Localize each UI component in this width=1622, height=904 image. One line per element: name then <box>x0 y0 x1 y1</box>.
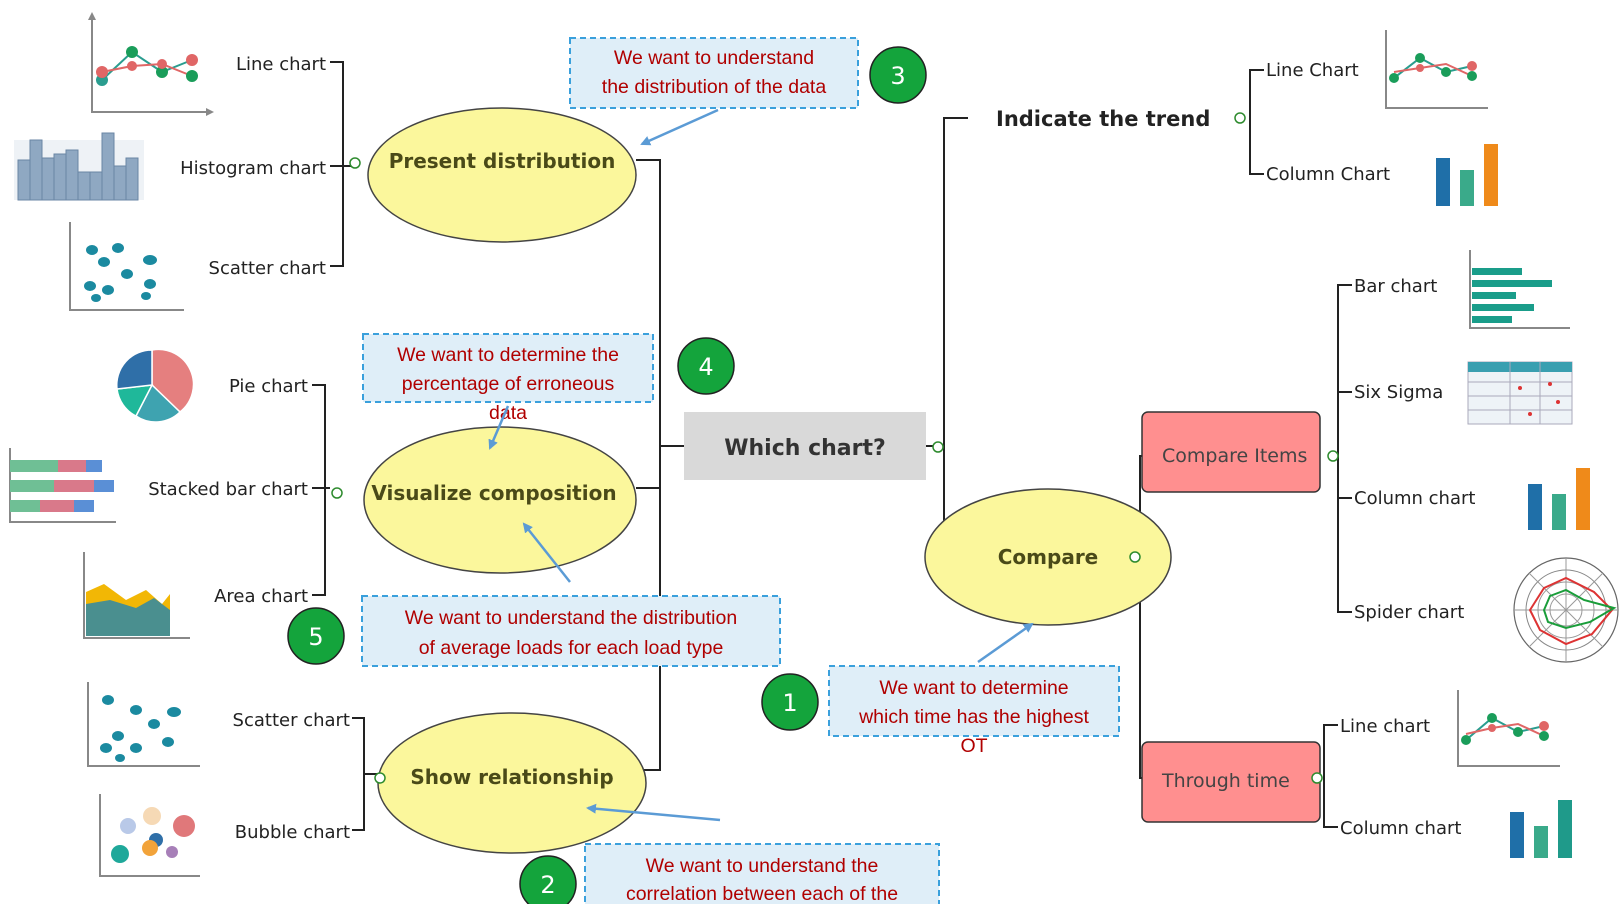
leaf-bar-chart[interactable]: Bar chart <box>1354 276 1437 297</box>
note-2: We want to understand the correlation be… <box>584 843 940 904</box>
callout-arrows <box>488 108 1034 822</box>
leaf-relationship-scatter-chart[interactable]: Scatter chart <box>233 710 350 731</box>
histogram-chart-thumbnail-icon <box>14 132 144 201</box>
svg-text:of average loads for each load: of average loads for each load type <box>419 637 724 659</box>
badge-5: 5 <box>287 607 345 665</box>
indicate-trend-label[interactable]: Indicate the trend <box>996 107 1210 131</box>
badge-2: 2 <box>519 855 577 904</box>
leaf-line-chart[interactable]: Line chart <box>236 54 326 75</box>
leaf-bubble-chart[interactable]: Bubble chart <box>235 822 350 843</box>
compare-label: Compare <box>998 545 1099 569</box>
compare-items-node[interactable]: Compare Items <box>1141 411 1321 493</box>
note-5: We want to understand the distribution o… <box>361 595 781 667</box>
badge-4: 4 <box>677 337 735 395</box>
bubble-chart-thumbnail-icon <box>99 794 200 877</box>
leaf-trend-line-chart[interactable]: Line Chart <box>1266 60 1359 81</box>
compare-column-chart-thumbnail-icon <box>1528 468 1590 530</box>
stacked-bar-chart-thumbnail-icon <box>9 448 116 523</box>
area-chart-thumbnail-icon <box>83 552 190 639</box>
scatter-chart-thumbnail-icon <box>69 222 184 311</box>
svg-text:We want to understand the: We want to understand the <box>646 855 879 877</box>
visualize-composition-label: Visualize composition <box>371 481 616 505</box>
relationship-scatter-thumbnail-icon <box>87 682 200 767</box>
svg-text:3: 3 <box>890 62 905 90</box>
badge-1: 1 <box>761 673 819 731</box>
branch-compare[interactable]: Compare <box>924 488 1172 626</box>
bar-chart-thumbnail-icon <box>1469 250 1570 329</box>
through-time-label: Through time <box>1161 770 1290 792</box>
leaf-time-line-chart[interactable]: Line chart <box>1340 716 1430 737</box>
svg-text:We want to understand the dist: We want to understand the distribution <box>405 607 737 629</box>
svg-text:correlation between each of th: correlation between each of the <box>626 883 898 904</box>
compare-items-label: Compare Items <box>1162 445 1307 467</box>
six-sigma-thumbnail-icon <box>1467 361 1573 425</box>
spider-chart-thumbnail-icon <box>1513 557 1619 663</box>
svg-text:OT: OT <box>960 735 987 757</box>
center-label: Which chart? <box>724 436 886 461</box>
leaf-trend-column-chart[interactable]: Column Chart <box>1266 164 1390 185</box>
svg-text:We want to determine: We want to determine <box>879 677 1068 699</box>
leaf-time-column-chart[interactable]: Column chart <box>1340 818 1461 839</box>
time-line-chart-thumbnail-icon <box>1457 690 1560 767</box>
svg-text:data: data <box>489 402 527 424</box>
svg-text:percentage of erroneous: percentage of erroneous <box>402 373 615 395</box>
branch-visualize-composition[interactable]: Visualize composition <box>363 426 637 574</box>
note-4: We want to determine the percentage of e… <box>362 333 654 424</box>
leaf-scatter-chart[interactable]: Scatter chart <box>209 258 326 279</box>
svg-text:the distribution of the data: the distribution of the data <box>602 76 827 98</box>
collapse-toggles[interactable] <box>331 112 1339 784</box>
note-1: We want to determine which time has the … <box>828 665 1120 757</box>
svg-text:which time has the highest: which time has the highest <box>858 706 1089 728</box>
leaf-histogram-chart[interactable]: Histogram chart <box>180 158 326 179</box>
show-relationship-label: Show relationship <box>410 765 613 789</box>
svg-text:We want to determine the: We want to determine the <box>397 344 619 366</box>
through-time-node[interactable]: Through time <box>1141 741 1321 823</box>
leaf-pie-chart[interactable]: Pie chart <box>229 376 308 397</box>
leaf-spider-chart[interactable]: Spider chart <box>1354 602 1464 623</box>
svg-text:1: 1 <box>782 689 797 717</box>
trend-line-chart-thumbnail-icon <box>1385 30 1488 109</box>
leaf-compare-column-chart[interactable]: Column chart <box>1354 488 1475 509</box>
pie-chart-thumbnail-icon <box>116 348 195 423</box>
svg-text:5: 5 <box>308 623 323 651</box>
branch-present-distribution[interactable]: Present distribution <box>367 107 637 243</box>
center-node[interactable] <box>684 412 926 480</box>
present-distribution-label: Present distribution <box>389 149 616 173</box>
note-3: We want to understand the distribution o… <box>569 37 859 109</box>
line-chart-thumbnail-icon <box>88 12 214 116</box>
svg-text:We want to understand: We want to understand <box>614 47 814 69</box>
time-column-chart-thumbnail-icon <box>1510 800 1572 858</box>
leaf-stacked-bar-chart[interactable]: Stacked bar chart <box>148 479 308 500</box>
branch-show-relationship[interactable]: Show relationship <box>377 712 647 854</box>
trend-column-chart-thumbnail-icon <box>1436 144 1498 206</box>
svg-text:2: 2 <box>540 871 555 899</box>
svg-text:4: 4 <box>698 353 713 381</box>
badge-3: 3 <box>869 46 927 104</box>
leaf-six-sigma[interactable]: Six Sigma <box>1354 382 1443 403</box>
leaf-area-chart[interactable]: Area chart <box>214 586 308 607</box>
